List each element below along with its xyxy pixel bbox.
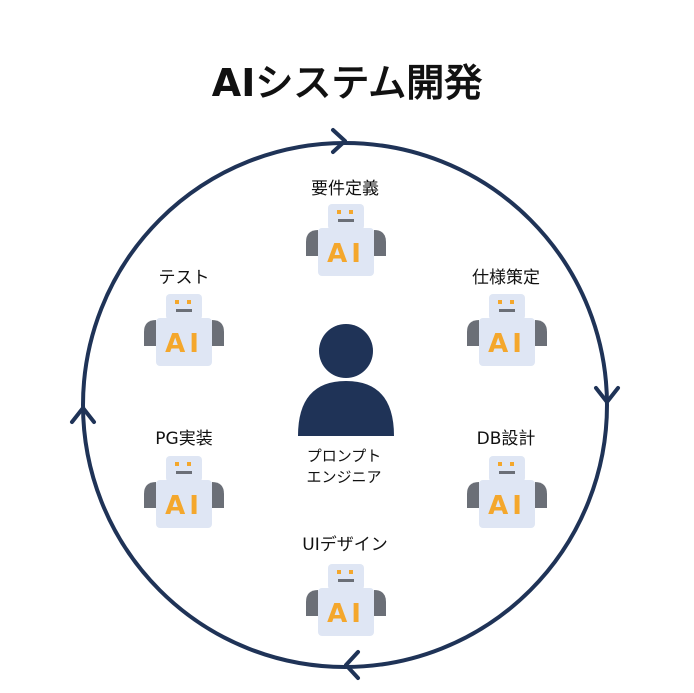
arrow-left-icon — [70, 406, 96, 424]
robot-ai-text: AI — [488, 491, 526, 521]
step-label-ui-design: UIデザイン — [302, 535, 388, 555]
robot-icon-ui-design: AI — [306, 564, 386, 636]
diagram-title: AIシステム開発 — [211, 61, 483, 105]
robot-icon-implementation: AI — [144, 456, 224, 528]
robot-ai-text: AI — [327, 599, 365, 629]
arrow-right-icon — [594, 386, 620, 404]
person-icon — [298, 324, 394, 436]
robot-icon-test: AI — [144, 294, 224, 366]
robot-icon-specification: AI — [467, 294, 547, 366]
arrow-top-icon — [331, 128, 347, 154]
step-label-implementation: PG実装 — [155, 429, 213, 449]
step-label-requirements: 要件定義 — [311, 179, 379, 199]
center-role-line2: エンジニア — [306, 468, 382, 486]
step-label-test: テスト — [158, 268, 210, 288]
robot-ai-text: AI — [165, 329, 203, 359]
step-label-specification: 仕様策定 — [472, 268, 540, 288]
robot-icon-db-design: AI — [467, 456, 547, 528]
step-label-db-design: DB設計 — [476, 429, 536, 449]
robot-icon-requirements: AI — [306, 204, 386, 276]
robot-ai-text: AI — [165, 491, 203, 521]
center-role-label: プロンプト エンジニア — [244, 446, 444, 488]
center-role-line1: プロンプト — [306, 447, 382, 465]
arrow-bottom-icon — [344, 650, 360, 680]
robot-ai-text: AI — [488, 329, 526, 359]
robot-ai-text: AI — [327, 239, 365, 269]
